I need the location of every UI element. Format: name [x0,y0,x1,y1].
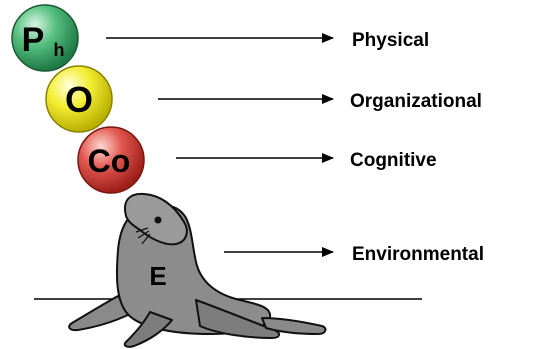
physical-symbol-sub: h [54,40,65,60]
organizational-symbol: O [65,79,93,120]
organizational-label: Organizational [350,91,482,112]
physical-symbol: P [22,21,45,59]
cognitive-label: Cognitive [350,150,437,171]
factor-organizational: O Organizational [46,66,482,132]
environmental-label: Environmental [352,244,484,265]
factor-environmental: E Environmental [34,194,484,347]
seal-eye [155,217,162,224]
environmental-symbol: E [149,261,166,291]
physical-label: Physical [352,30,429,51]
cognitive-symbol: Co [88,143,131,179]
factor-cognitive: Co Cognitive [78,127,437,193]
factor-physical: P h Physical [12,5,429,71]
seal-icon [69,194,325,347]
